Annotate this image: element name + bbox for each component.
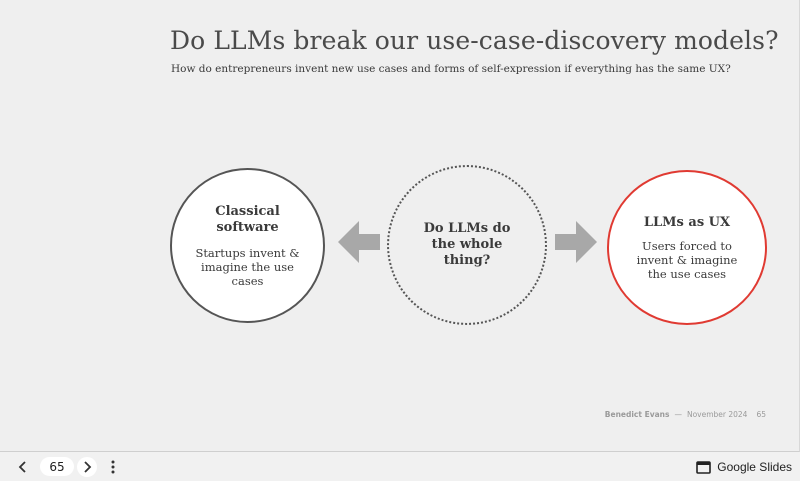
slides-icon [696, 460, 712, 474]
previous-slide-button[interactable] [14, 458, 32, 476]
footer-author: Benedict Evans [604, 410, 670, 419]
page-number-input[interactable]: 65 [40, 457, 74, 476]
llms-whole-thing-heading: Do LLMs do the whole thing? [423, 221, 511, 268]
chevron-left-icon [18, 461, 26, 473]
classical-software-body: Startups invent & imagine the use cases [195, 245, 300, 288]
arrow-right-icon [555, 221, 597, 263]
presentation-toolbar: 65 Google Slides [0, 452, 800, 481]
more-vert-icon [111, 460, 115, 474]
llms-as-ux-circle: LLMs as UX Users forced to invent & imag… [607, 170, 767, 325]
footer-separator: — [674, 410, 682, 419]
slide-canvas: Do LLMs break our use-case-discovery mod… [0, 0, 800, 452]
slide-subtitle: How do entrepreneurs invent new use case… [171, 63, 731, 75]
footer-date: November 2024 [686, 410, 748, 419]
next-slide-button[interactable] [77, 457, 97, 477]
slide-footer: Benedict Evans — November 2024 65 [605, 410, 766, 419]
google-slides-link[interactable]: Google Slides [696, 457, 792, 477]
more-options-button[interactable] [106, 458, 120, 476]
google-slides-label: Google Slides [717, 460, 792, 474]
llms-whole-thing-circle: Do LLMs do the whole thing? [387, 165, 547, 325]
arrow-left-icon [338, 221, 380, 263]
llms-as-ux-body: Users forced to invent & imagine the use… [636, 238, 738, 281]
chevron-right-icon [84, 461, 92, 473]
classical-software-circle: Classical software Startups invent & ima… [170, 168, 325, 323]
slide-title: Do LLMs break our use-case-discovery mod… [170, 26, 779, 55]
llms-as-ux-heading: LLMs as UX [643, 214, 731, 230]
classical-software-heading: Classical software [215, 203, 280, 235]
footer-page-number: 65 [756, 410, 766, 419]
